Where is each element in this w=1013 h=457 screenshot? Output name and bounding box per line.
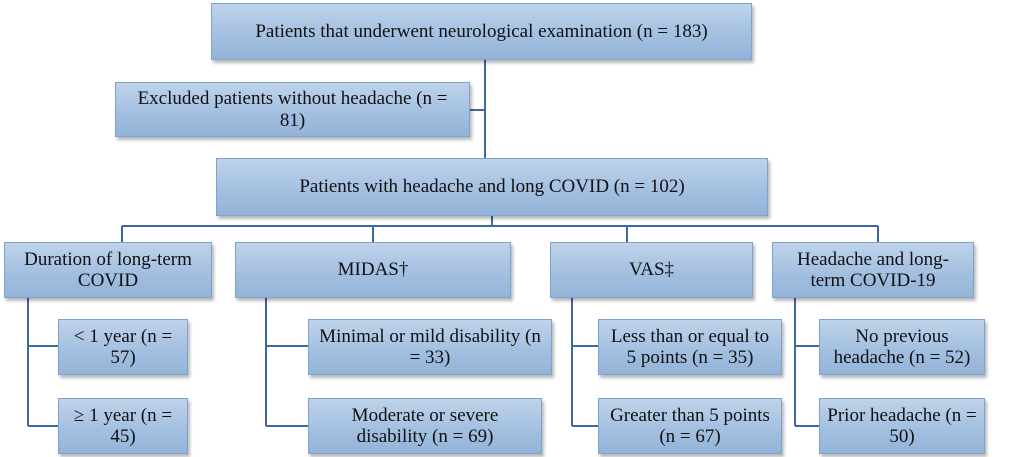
child-box-prior-headache: Prior headache (n = 50) (819, 398, 985, 454)
child-label: Moderate or severe disability (n = 69) (351, 404, 499, 447)
category-label-duration: Duration of long-term COVID (24, 248, 192, 291)
child-box-duration-1-year-or-more: ≥ 1 year (n = 45) (58, 398, 188, 454)
category-label-midas: MIDAS† (337, 259, 409, 281)
child-label: Less than or equal to 5 points (n = 35) (610, 325, 770, 368)
child-label: ≥ 1 year (n = 45) (73, 404, 173, 447)
child-box-midas-mild: Minimal or mild disability (n = 33) (308, 319, 552, 375)
excluded-label: Excluded patients without headache (n = … (137, 88, 448, 131)
category-box-vas: VAS‡ (550, 242, 753, 298)
excluded-box: Excluded patients without headache (n = … (115, 82, 470, 137)
child-label: Prior headache (n = 50) (827, 404, 977, 447)
child-box-vas-low: Less than or equal to 5 points (n = 35) (598, 319, 782, 375)
category-label-vas: VAS‡ (628, 259, 675, 281)
main-label: Patients with headache and long COVID (n… (299, 176, 685, 198)
root-box: Patients that underwent neurological exa… (211, 3, 752, 60)
child-box-no-previous-headache: No previous headache (n = 52) (819, 319, 985, 375)
category-box-duration: Duration of long-term COVID (4, 242, 212, 298)
category-label-headache: Headache and long-term COVID-19 (797, 248, 949, 291)
category-box-midas: MIDAS† (235, 242, 511, 298)
child-label: Minimal or mild disability (n = 33) (319, 325, 541, 368)
child-label: Greater than 5 points (n = 67) (610, 404, 770, 447)
main-box: Patients with headache and long COVID (n… (216, 158, 768, 216)
root-label: Patients that underwent neurological exa… (255, 20, 708, 42)
category-box-headache: Headache and long-term COVID-19 (772, 242, 974, 298)
child-label: No previous headache (n = 52) (833, 325, 971, 368)
child-box-vas-high: Greater than 5 points (n = 67) (598, 398, 782, 454)
child-box-duration-under-1-year: < 1 year (n = 57) (58, 319, 188, 375)
child-label: < 1 year (n = 57) (73, 325, 173, 368)
child-box-midas-severe: Moderate or severe disability (n = 69) (308, 398, 542, 454)
